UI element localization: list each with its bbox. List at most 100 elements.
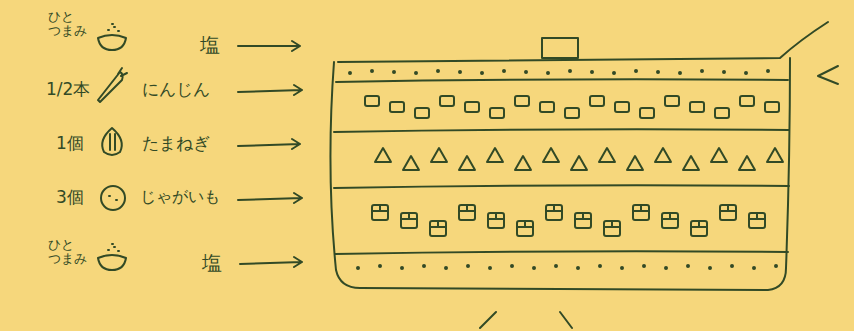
potato-piece (575, 213, 591, 228)
amount-label: 1/2本 (46, 80, 90, 99)
salt-dot (753, 267, 755, 269)
onion-piece (739, 156, 755, 170)
pointer-arrow (240, 257, 302, 267)
salt-dot (445, 267, 447, 269)
pointer-arrow (238, 41, 300, 51)
carrot-piece (715, 108, 729, 118)
carrot-piece (590, 96, 604, 106)
onion-piece (767, 148, 783, 162)
ingredient-label: 塩 (202, 252, 222, 274)
onion-piece (627, 156, 643, 170)
potato-edge (517, 221, 533, 227)
onion-piece (711, 148, 727, 162)
pointer-arrow (238, 139, 300, 149)
potato-piece (488, 213, 504, 228)
salt-dot (679, 72, 681, 74)
potato-piece (430, 221, 446, 236)
salt-dot (665, 267, 667, 269)
margin-mark (818, 66, 838, 84)
salt-dot (401, 267, 403, 269)
carrot-piece (440, 96, 454, 106)
salt-dot (371, 70, 373, 72)
potato-edge (430, 221, 446, 227)
pointer-arrow (238, 85, 302, 95)
potato-edge (604, 221, 620, 227)
onion-piece (683, 156, 699, 170)
margin-mark (480, 312, 572, 328)
salt-dot (393, 71, 395, 73)
potato-piece (604, 221, 620, 236)
salt-dot (357, 267, 359, 269)
potato-edge (546, 205, 562, 211)
carrot-piece (740, 96, 754, 106)
carrot-piece (490, 108, 504, 118)
salt-dot (503, 70, 505, 72)
salt-dot (379, 265, 381, 267)
carrot-piece (565, 108, 579, 118)
onion-piece (599, 148, 615, 162)
layer-line (334, 185, 789, 188)
potato-edge (401, 213, 417, 219)
potato-piece (459, 205, 475, 220)
salt-dot (415, 72, 417, 74)
carrot-piece (465, 102, 479, 112)
onion-piece (431, 148, 447, 162)
salt-dot (709, 267, 711, 269)
salt-icon (98, 255, 126, 270)
potato-edge (633, 205, 649, 211)
potato-piece (372, 205, 388, 220)
carrot-piece (540, 102, 554, 112)
salt-dot (591, 71, 593, 73)
salt-dot (767, 70, 769, 72)
salt-dot (577, 267, 579, 269)
salt-dot (569, 70, 571, 72)
carrot-piece (365, 96, 379, 106)
salt-dot (437, 70, 439, 72)
potato-edge (575, 213, 591, 219)
carrot-piece (615, 102, 629, 112)
onion-piece (571, 156, 587, 170)
vegetable-pieces (349, 70, 783, 269)
carrot-piece (665, 96, 679, 106)
potato-piece (691, 221, 707, 236)
salt-dot (511, 265, 513, 267)
onion-piece (543, 148, 559, 162)
ingredient-label: 塩 (200, 34, 220, 56)
amount-label: ひと つまみ (48, 238, 90, 265)
salt-dot (621, 267, 623, 269)
salt-dot (481, 72, 483, 74)
potato-icon (101, 186, 125, 210)
potato-edge (749, 213, 765, 219)
ingredient-label: たまねぎ (142, 134, 210, 153)
salt-dot (423, 265, 425, 267)
pot-rim (338, 22, 828, 62)
salt-dot (599, 265, 601, 267)
carrot-piece (640, 108, 654, 118)
potato-edge (459, 205, 475, 211)
salt-dot (657, 71, 659, 73)
carrot-piece (415, 108, 429, 118)
potato-piece (546, 205, 562, 220)
layer-line (335, 251, 788, 254)
amount-label: ひと つまみ (48, 10, 90, 37)
salt-dot (459, 71, 461, 73)
carrot-piece (765, 102, 779, 112)
potato-piece (401, 213, 417, 228)
salt-dot (745, 72, 747, 74)
onion-piece (459, 156, 475, 170)
potato-edge (691, 221, 707, 227)
potato-piece (662, 213, 678, 228)
pointer-arrow (238, 193, 302, 203)
onion-icon (102, 128, 122, 155)
carrot-piece (690, 102, 704, 112)
carrot-piece (515, 96, 529, 106)
salt-dot (613, 72, 615, 74)
salt-grains (108, 24, 119, 31)
onion-piece (375, 148, 391, 162)
potato-edge (372, 205, 388, 211)
salt-dot (489, 267, 491, 269)
onion-piece (487, 148, 503, 162)
potato-piece (517, 221, 533, 236)
salt-dot (533, 267, 535, 269)
